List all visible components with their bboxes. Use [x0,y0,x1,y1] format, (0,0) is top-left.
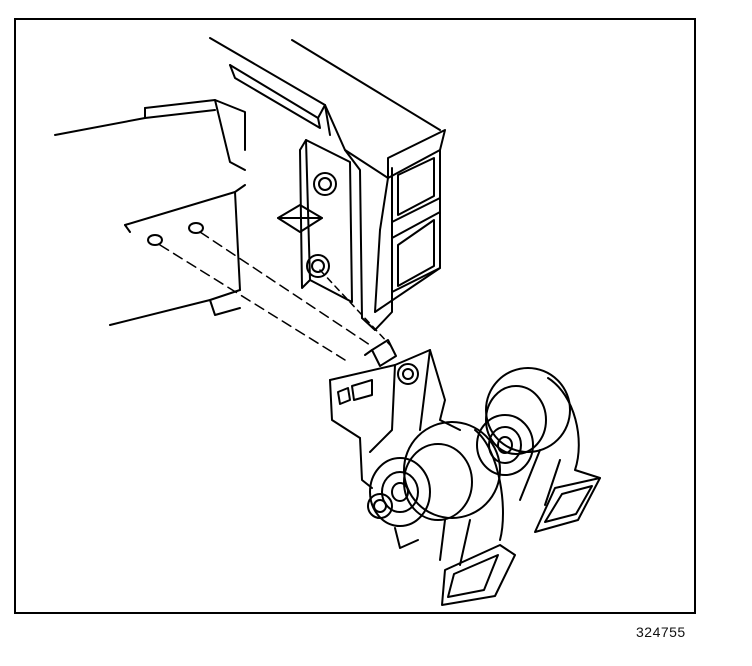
horn-bracket [330,350,460,488]
illustration-frame [14,18,696,614]
mounting-plate [278,140,352,302]
figure-number: 324755 [636,624,686,640]
horn-front [368,422,515,605]
bracket-nut [398,364,418,384]
stud-lower [307,255,329,277]
bracket-bolt [365,340,396,366]
horn-mouth [535,478,600,532]
horn-terminal [368,494,392,518]
mounting-hole [148,235,162,245]
alignment-lines [160,232,390,360]
stud-upper [314,173,336,195]
mounting-hole [189,223,203,233]
frame-rail [55,100,245,325]
horn-mouth [442,545,515,605]
crossmember [210,38,445,330]
horn-rear [477,368,600,532]
